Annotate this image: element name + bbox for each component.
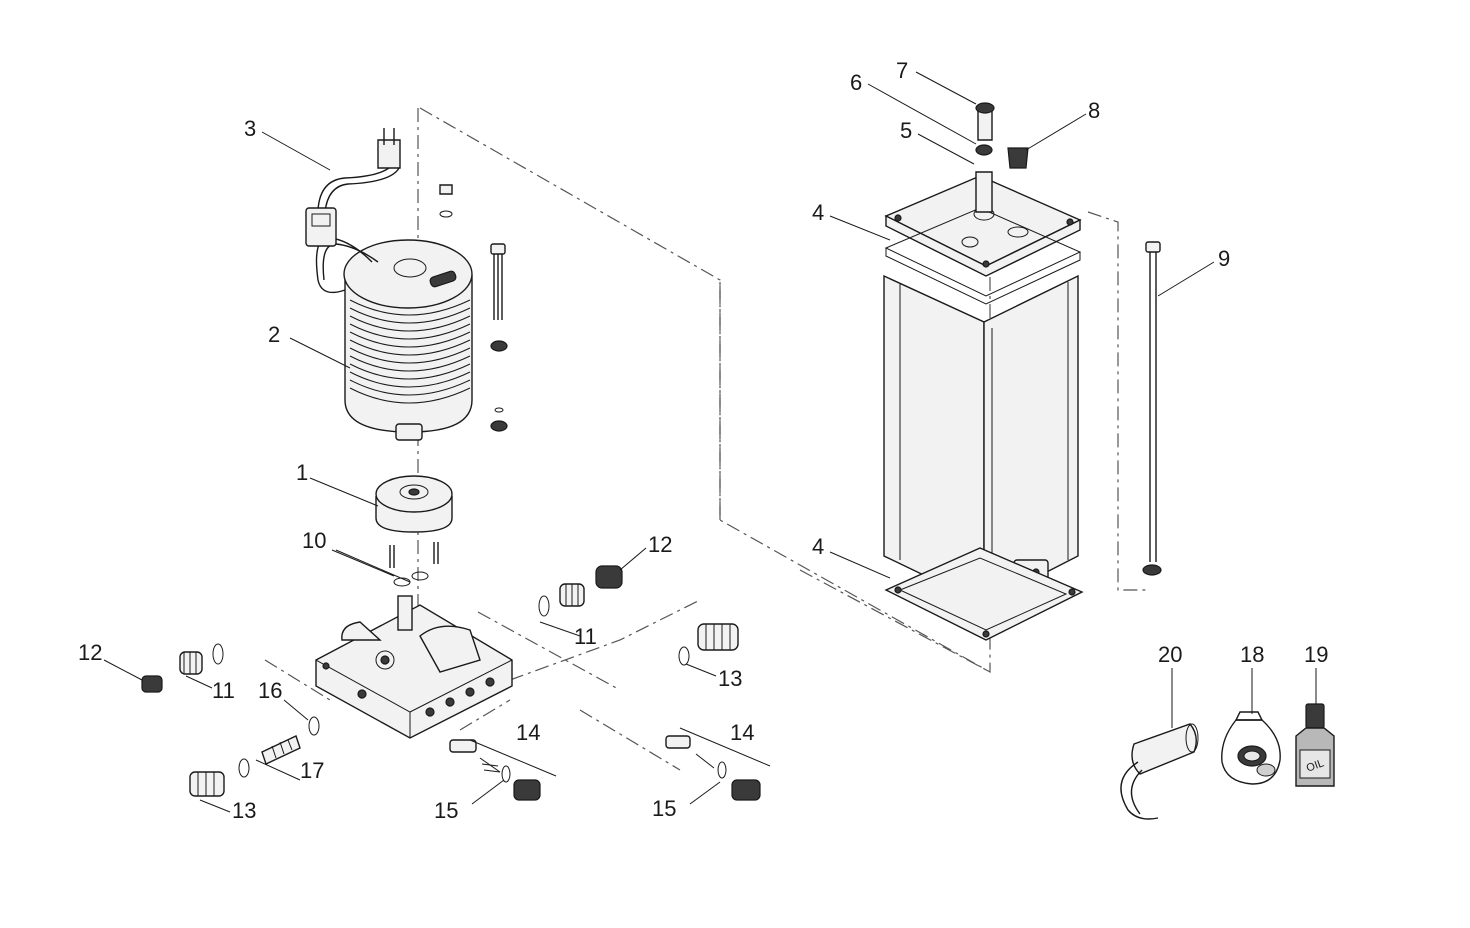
part-label-14-right: 14 [730,720,754,745]
valve-block [315,595,513,739]
part-label-15-left: 15 [434,798,458,823]
part-label-11-left: 11 [212,678,235,703]
part-label-4-top: 4 [812,200,824,225]
motor [343,239,473,441]
part-label-13-left: 13 [232,798,256,823]
capacitor [1120,723,1199,820]
part-label-13-right: 13 [718,666,742,691]
leader-lines [103,71,1317,813]
assembly-guide-lines [264,107,1150,771]
oil-bottle-label: OIL [1305,757,1326,774]
part-label-5: 5 [900,118,912,143]
part-label-1: 1 [296,460,308,485]
part-label-9: 9 [1218,246,1230,271]
motor-cooling-fins [349,299,471,404]
part-label-12-right: 12 [648,532,672,557]
part-label-7: 7 [896,58,908,83]
plugs-and-fittings [141,565,761,801]
part-label-6: 6 [850,70,862,95]
part-label-17: 17 [300,758,324,783]
part-label-14-left: 14 [516,720,540,745]
part-labels: 1 2 3 4 4 5 6 7 8 9 10 11 11 12 12 13 13… [78,58,1328,823]
tie-rod [1142,241,1162,576]
part-label-3: 3 [244,116,256,141]
part-label-8: 8 [1088,98,1100,123]
oil-tank [883,102,1084,641]
seal-kit-bag [1221,711,1281,785]
part-label-19: 19 [1304,642,1328,667]
part-label-15-right: 15 [652,796,676,821]
motor-fasteners [439,184,508,432]
cable-harness [305,128,401,294]
part-label-4-bottom: 4 [812,534,824,559]
part-label-20: 20 [1158,642,1182,667]
part-label-12-left: 12 [78,640,102,665]
part-label-11-right: 11 [574,624,597,649]
part-label-18: 18 [1240,642,1264,667]
part-label-10: 10 [302,528,326,553]
part-label-16: 16 [258,678,282,703]
oil-bottle: OIL [1295,703,1335,787]
part-label-2: 2 [268,322,280,347]
pump-unit [375,475,453,587]
